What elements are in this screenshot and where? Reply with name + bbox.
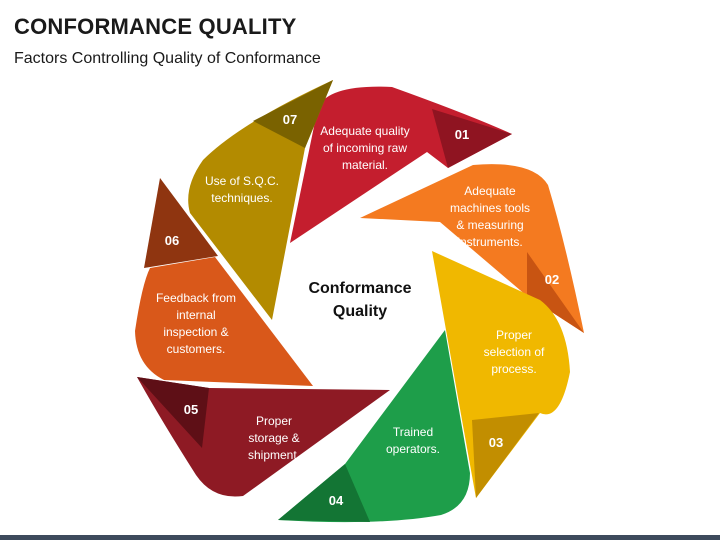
segment-number-tab: [137, 377, 209, 448]
segment-label-line: customers.: [167, 342, 226, 356]
segment-label-line: Adequate: [464, 184, 516, 198]
segment-label-line: Proper: [496, 328, 532, 342]
segment-number: 07: [283, 112, 297, 127]
segment-number-tab: [432, 109, 512, 168]
segment-number: 05: [184, 402, 198, 417]
center-label-line-2: Quality: [333, 303, 387, 320]
segment-label-line: Trained: [393, 425, 433, 439]
segment-label-line: machines tools: [450, 201, 530, 215]
segment-label-line: Proper: [256, 414, 292, 428]
segment-number: 01: [455, 127, 469, 142]
bottom-bar: [0, 535, 720, 540]
segment-body: [135, 257, 313, 386]
segment-01: 01 Adequate quality of incoming raw materia…: [290, 86, 512, 244]
segment-02: 02 Adequate machines tools & measuring instr…: [360, 164, 584, 333]
segment-number-tab: [144, 178, 218, 268]
segment-number: 02: [545, 272, 559, 287]
segment-label-line: process.: [491, 362, 536, 376]
center-label: Conformance Quality: [308, 280, 411, 320]
segment-label-line: instruments.: [457, 235, 522, 249]
segment-label-line: Use of S.Q.C.: [205, 174, 279, 188]
segment-label-line: storage &: [248, 431, 299, 445]
segment-label-line: techniques.: [211, 191, 272, 205]
segment-label-line: Adequate quality: [320, 124, 409, 138]
segment-label-line: internal: [176, 308, 215, 322]
segment-label-line: material.: [342, 158, 388, 172]
segment-03: 03 Proper selection of process.: [432, 251, 570, 498]
segment-number: 06: [165, 233, 179, 248]
segment-label-line: Feedback from: [156, 291, 236, 305]
segment-label-line: inspection &: [163, 325, 228, 339]
segment-label-line: shipment.: [248, 448, 300, 462]
segment-number-tab: [527, 252, 584, 333]
segment-body: [278, 330, 470, 523]
segment-number: 03: [489, 435, 503, 450]
segment-number-tab: [278, 464, 370, 522]
center-label-line-1: Conformance: [308, 280, 411, 297]
segment-label-line: operators.: [386, 442, 440, 456]
segment-body: [432, 251, 570, 498]
segment-number: 04: [329, 493, 344, 508]
page-title: CONFORMANCE QUALITY: [14, 14, 297, 39]
segment-number-tab: [253, 80, 333, 148]
page-subtitle: Factors Controlling Quality of Conforman…: [14, 50, 321, 67]
segment-number-tab: [472, 413, 539, 498]
segment-label-line: & measuring: [456, 218, 523, 232]
segment-04: 04 Trained operators.: [278, 330, 470, 523]
segment-label-line: of incoming raw: [323, 141, 407, 155]
segments-layer: 01 Adequate quality of incoming raw materia…: [135, 80, 584, 523]
segment-label-line: selection of: [484, 345, 545, 359]
